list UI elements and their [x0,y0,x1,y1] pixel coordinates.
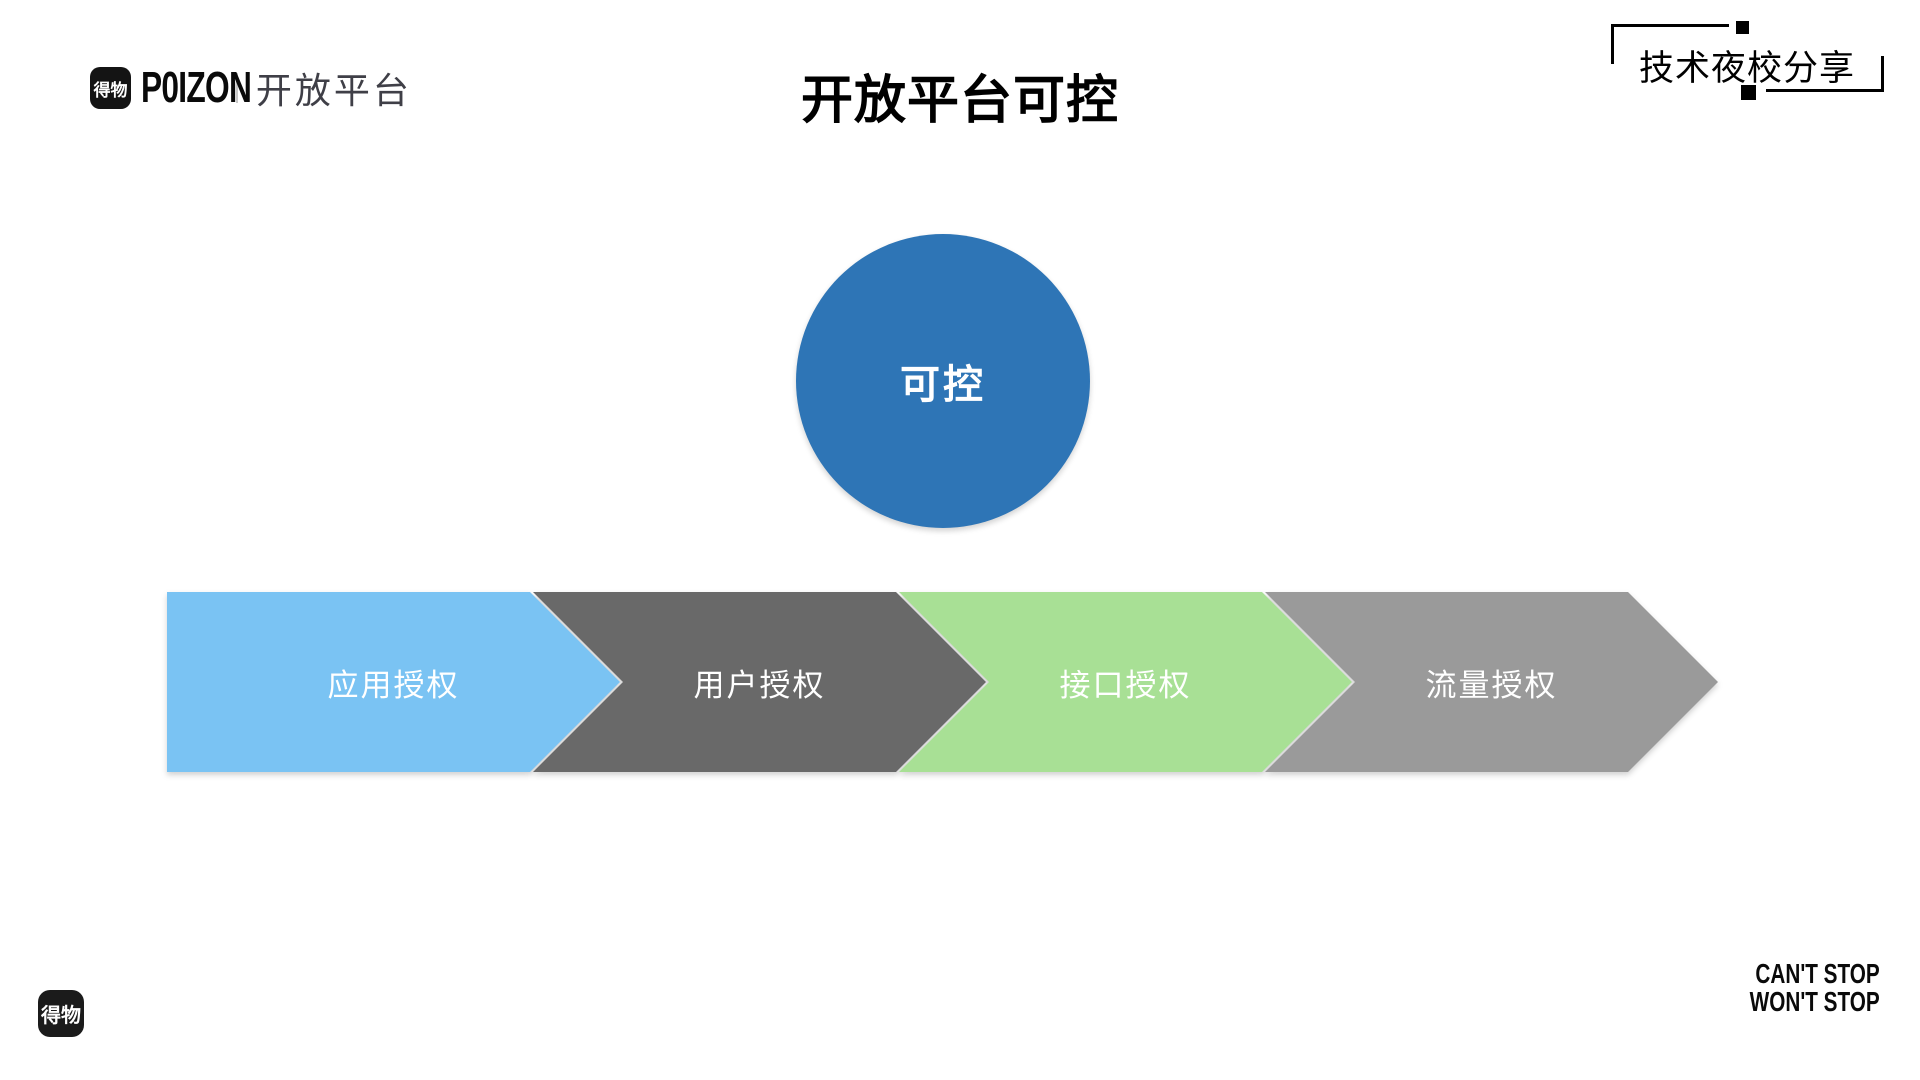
brand-divider [235,73,238,103]
flow-arrow-label: 用户授权 [693,667,826,703]
square-dot-top [1736,21,1749,34]
brand-lockup: 得物 P0IZON 开放平台 [90,62,412,114]
dewu-footer-icon: 得物 [38,990,84,1037]
flow-arrow-label: 应用授权 [327,667,460,703]
badge-label: 技术夜校分享 [1638,49,1855,88]
bracket-bottom-right [1766,56,1884,92]
flow-arrow-label: 流量授权 [1425,667,1558,703]
bracket-top-left [1611,24,1729,64]
tech-night-school-badge: 技术夜校分享 [1608,18,1893,106]
dewu-app-icon: 得物 [90,67,131,109]
slogan: CAN'T STOP WON'T STOP [1750,960,1880,1016]
control-circle: 可控 [796,234,1090,528]
slogan-line2: WON'T STOP [1749,986,1880,1017]
platform-name: 开放平台 [255,70,412,111]
control-circle-label: 可控 [900,363,986,407]
slogan-line1: CAN'T STOP [1755,958,1880,989]
dewu-icon-text: 得物 [93,80,128,100]
flow-arrow-app-auth: 应用授权 [167,592,620,772]
dewu-footer-icon-text: 得物 [41,1005,81,1027]
flow-arrow-api-auth: 接口授权 [899,592,1352,772]
square-dot-bottom [1741,85,1756,100]
poizon-logotype: P0IZON [141,63,252,112]
flow-arrow-label: 接口授权 [1059,667,1192,703]
authorization-flow: 应用授权 用户授权 接口授权 流量授权 [0,592,1920,772]
page-title: 开放平台可控 [800,72,1120,130]
